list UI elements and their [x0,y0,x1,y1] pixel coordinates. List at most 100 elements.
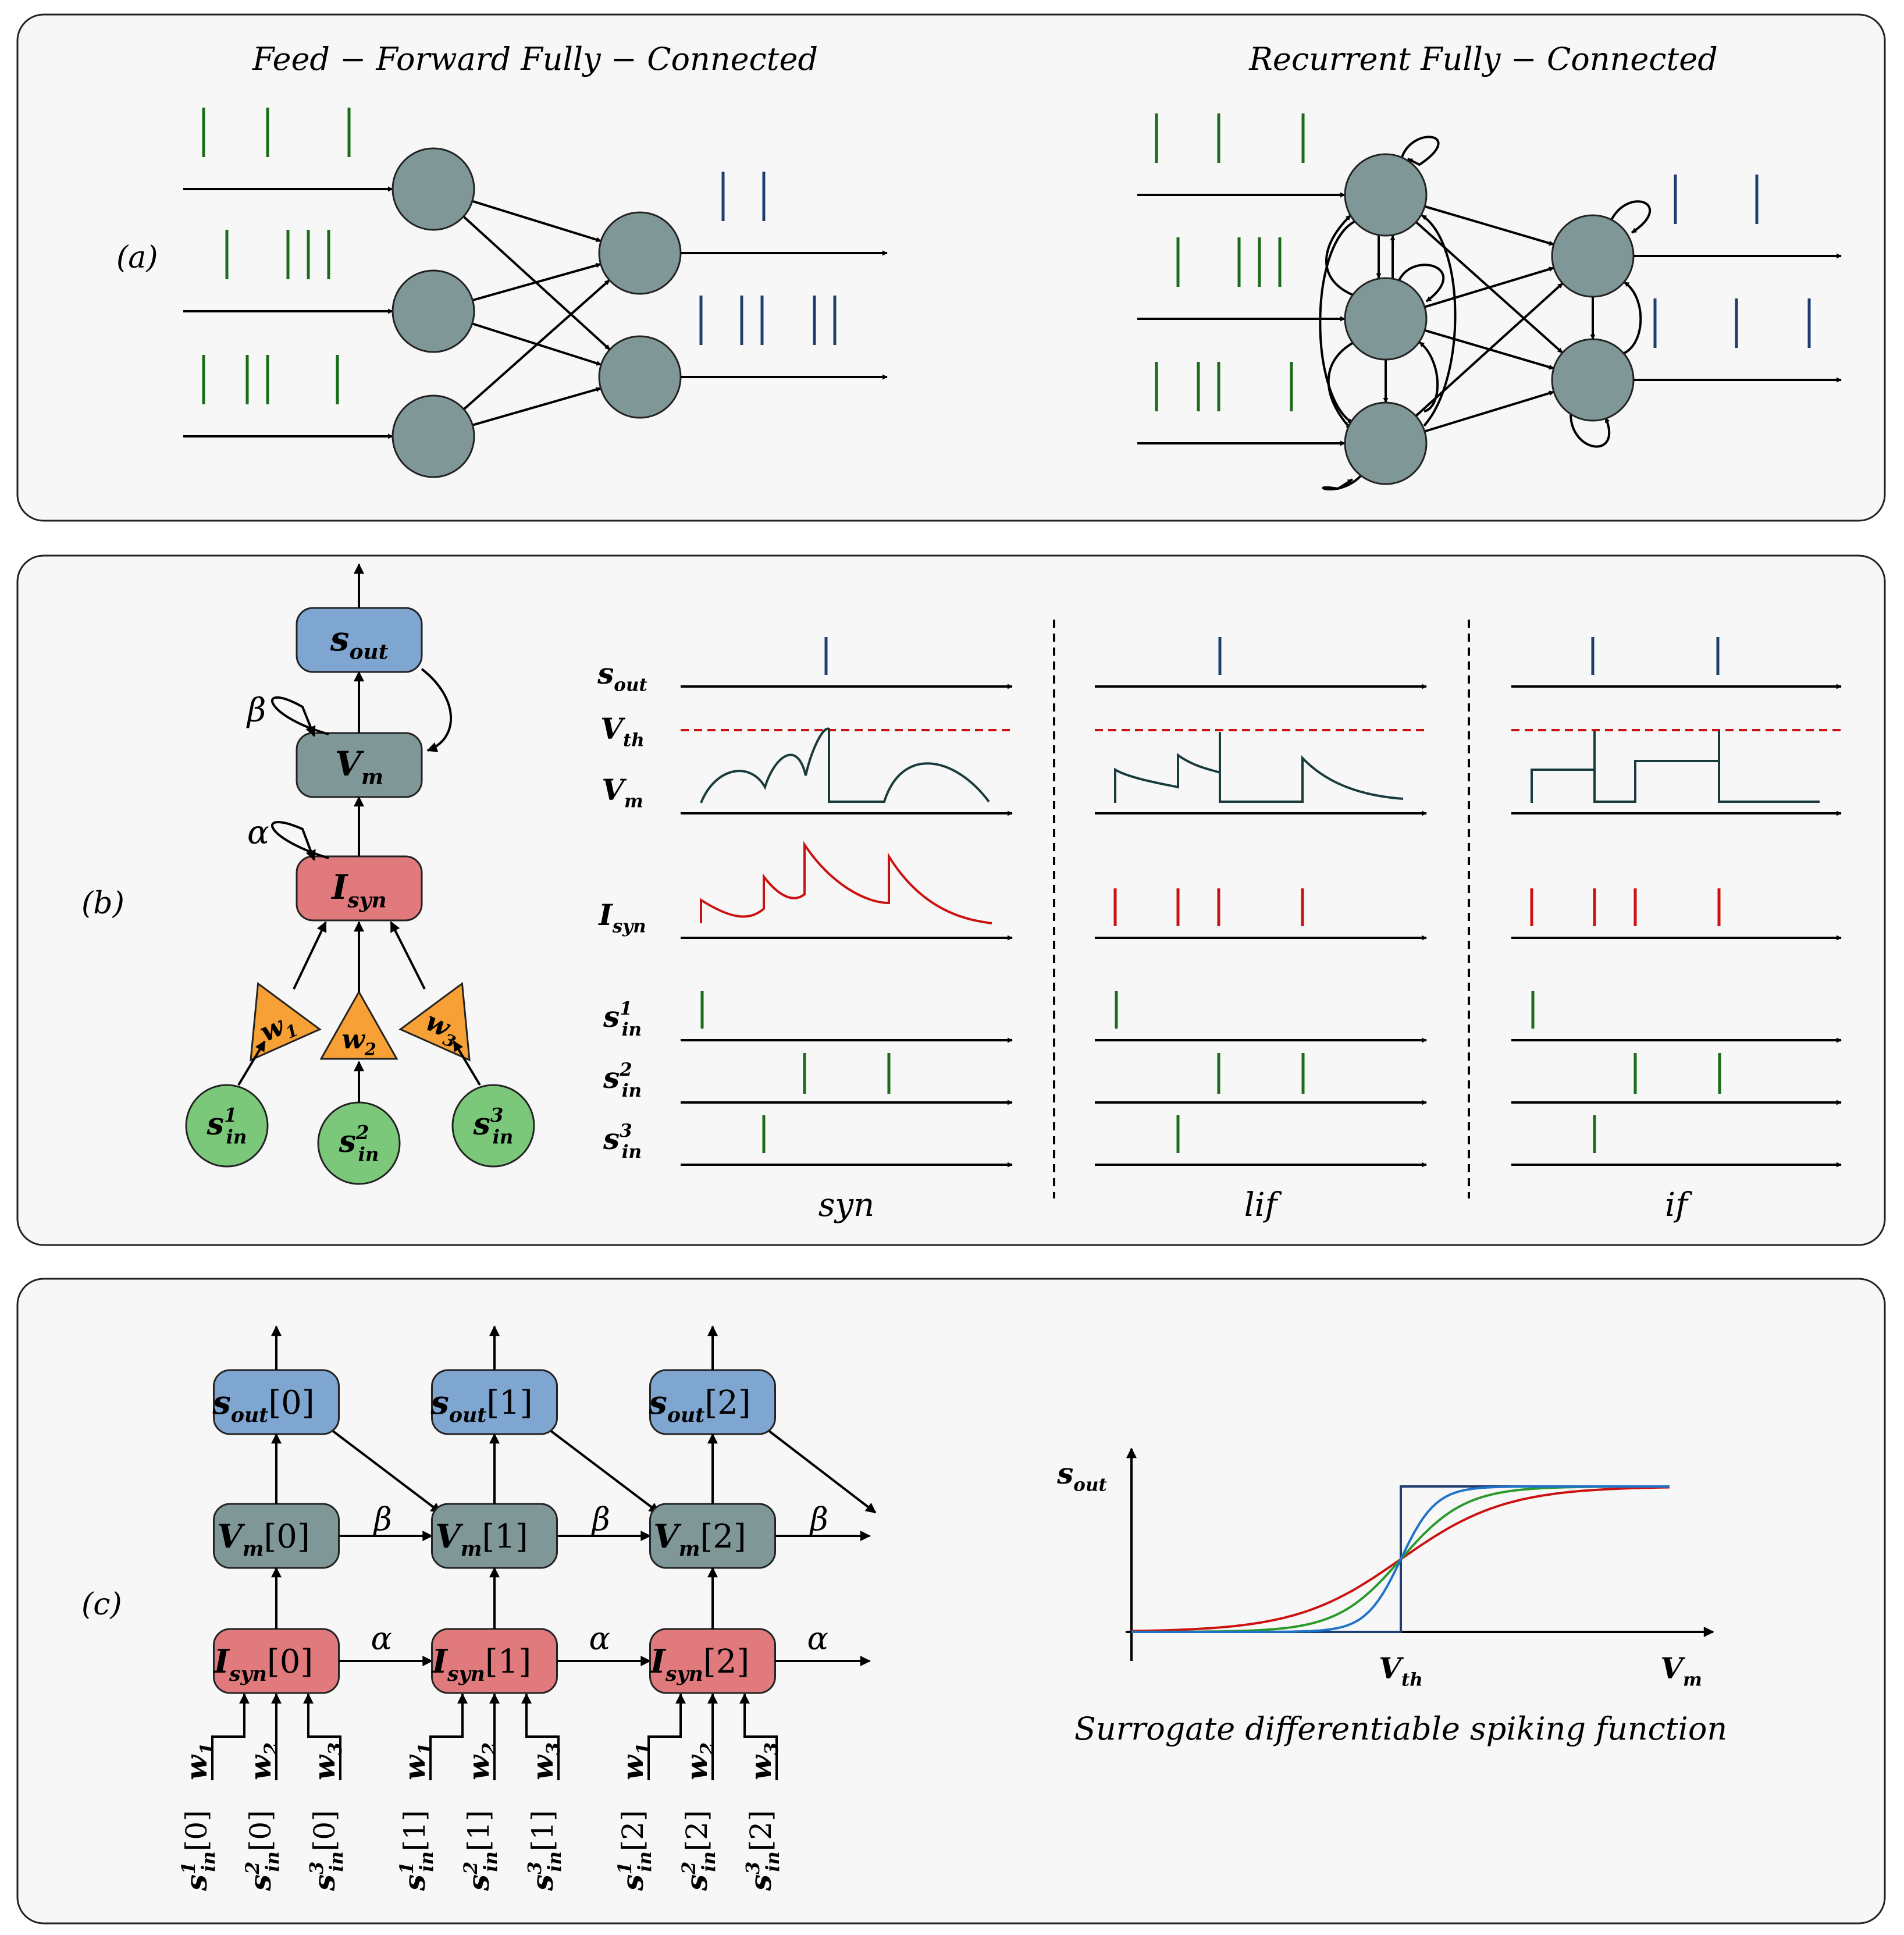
self-loop [1322,474,1362,490]
beta-label: β [246,692,266,730]
row-label-vth: Vth [600,712,645,751]
row-label-isyn: Isyn [597,898,646,937]
input-neuron [392,394,475,478]
sout-block-label: sout [330,619,389,664]
vm-trace [1531,731,1820,803]
sout-block-label: sout[2] [648,1383,750,1427]
weight-label: w1 [615,1742,654,1780]
input-label: s2in[0] [241,1810,283,1891]
recurrent-curve [1325,214,1355,297]
synapse-arrow [472,200,602,243]
reset-arrow [550,1430,660,1514]
w2-triangle [319,990,398,1060]
input-label: s3in[0] [305,1810,347,1891]
vm-trace [1114,732,1404,803]
column-label: syn [818,1186,874,1224]
input-label: s3in[1] [524,1810,565,1891]
beta-label: β [591,1501,610,1538]
self-loop [1610,200,1652,234]
recurrent-curve [1319,220,1356,424]
row-label-vm: Vm [602,773,643,812]
synapse-arrow [1424,266,1554,308]
vm-block-label: Vm[1] [435,1517,528,1561]
w1-to-isyn-arrow [293,921,327,990]
sin1-to-w1-arrow [237,1040,266,1086]
vm-trace [700,727,990,803]
hidden-neuron [1344,401,1428,485]
panel-a: (a) Feed − Forward Fully − Connected Rec… [16,13,1886,522]
hidden-neuron [1344,153,1428,237]
row-label-sout: sout [597,656,647,696]
alpha-label: α [247,814,269,852]
output-neuron [1551,214,1635,298]
synapse-arrow [1424,205,1554,246]
feedforward-network [183,108,888,478]
input-label: s3in[2] [742,1810,784,1891]
panel-b-label: (b) [81,886,124,921]
recurrent-curve [1421,214,1457,427]
w2-label: w2 [341,1023,376,1059]
isyn-block-label: Isyn[2] [649,1642,750,1686]
reset-arrow [768,1430,877,1514]
input-label: s2in[1] [460,1810,501,1891]
output-neuron [598,335,682,419]
alpha-label: α [589,1620,610,1657]
synapse-arrow [472,262,602,301]
reset-curve [421,668,453,752]
weight-label: w2 [243,1742,282,1780]
w3-to-isyn-arrow [390,921,426,990]
weight-label: w2 [679,1742,718,1780]
output-neuron [1551,338,1635,422]
surrogate-curve [1131,1485,1670,1633]
weight-label: w1 [179,1742,218,1780]
input-arrow [303,1693,341,1780]
reset-arrow [332,1430,442,1514]
synapse-arrow [1424,390,1554,433]
w3-triangle [398,981,471,1062]
hidden-neuron [1344,277,1428,361]
recurrent-title: Recurrent Fully − Connected [1248,41,1718,77]
isyn-trace [700,841,992,924]
self-loop [1398,264,1445,303]
recurrent-curve [1327,341,1355,430]
input-arrow [429,1693,468,1780]
sout-block-label: sout[1] [430,1383,532,1427]
weight-label: w3 [525,1742,564,1780]
beta-loop [271,696,329,737]
panel-a-label: (a) [116,240,158,275]
weight-label: w3 [743,1742,782,1780]
vm-block-label: Vm[2] [653,1517,746,1561]
ff-title: Feed − Forward Fully − Connected [252,41,818,77]
synapse-arrow [1415,282,1564,417]
sin3-to-w3-arrow [453,1040,481,1086]
input-arrow [521,1693,560,1780]
synapse-arrow [463,279,610,411]
self-loop [1570,413,1611,448]
sout-block-label: sout[0] [212,1383,314,1427]
weight-label: w2 [461,1742,500,1780]
recurrent-curve [1418,341,1439,412]
alpha-label: α [371,1620,392,1657]
w1-triangle [250,981,322,1062]
plot-caption: Surrogate differentiable spiking functio… [1074,1710,1727,1747]
panel-c-label: (c) [81,1587,122,1622]
isyn-block-label: Isyn[0] [213,1642,314,1686]
input-arrow [211,1693,250,1780]
synapse-arrow [472,387,602,426]
isyn-block-label: Isyn [330,867,386,913]
sin3-circle [451,1084,535,1168]
output-neuron [598,211,682,295]
vm-block-label: Vm [335,744,383,789]
recurrent-curve [1622,281,1642,355]
sin1-circle [185,1084,269,1168]
input-label: s1in[2] [614,1810,656,1891]
